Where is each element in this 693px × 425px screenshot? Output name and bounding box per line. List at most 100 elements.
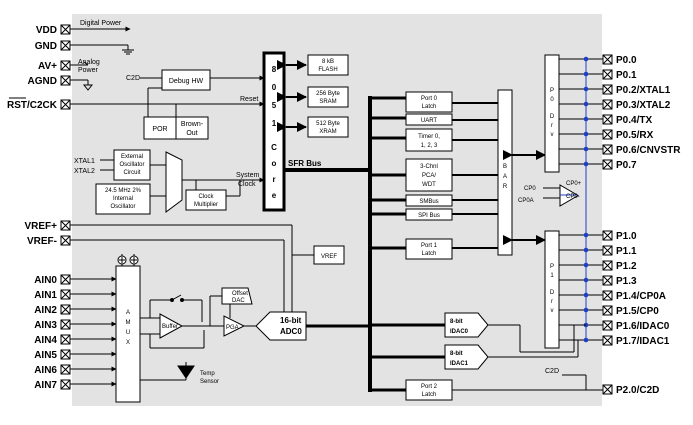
spi-label: SPI Bus [418, 213, 440, 219]
p1-drv-letter: D [550, 290, 555, 296]
vref-wires [70, 224, 314, 318]
pin-box [60, 235, 71, 246]
pin-box [602, 320, 613, 331]
flash-label-1: 8 kB [322, 59, 334, 65]
switches [170, 294, 184, 302]
right-pins: P0.0 P0.1 P0.2/XTAL1 P0.3/XTAL2 P0.4/TX … [616, 55, 681, 396]
uart-block: UART [405, 113, 453, 126]
pin-box [602, 230, 613, 241]
pin-box [60, 364, 71, 375]
pin-box [602, 384, 613, 395]
pin-rst-c2ck: RST/C2CK [7, 100, 58, 111]
amux-letter: M [126, 320, 131, 326]
pga-amp: PGA [223, 315, 246, 337]
analog-power-label-1: Analog [78, 59, 100, 66]
xram-label-1: 512 Byte [316, 121, 340, 127]
port-wires [452, 58, 603, 391]
pin-box [602, 159, 613, 170]
cp0a-label: CP0A [518, 198, 534, 204]
pin-p1-5: P1.5/CP0 [616, 306, 659, 317]
debug-section [70, 75, 265, 117]
smbus-block: SMBus [405, 194, 453, 207]
pca-label-1: 3-Chnl [420, 164, 438, 170]
pin-gnd: GND [35, 41, 57, 52]
pin-box [602, 129, 613, 140]
cp0-label: CP0 [524, 186, 536, 192]
pin-box [602, 290, 613, 301]
idac1-block: 8-bit IDAC1 [444, 344, 489, 370]
pin-p0-7: P0.7 [616, 160, 637, 171]
spi-block: SPI Bus [405, 208, 453, 221]
xram-block: 512 Byte XRAM [307, 116, 349, 138]
sram-block: 256 Byte SRAM [307, 86, 349, 108]
brown-out-block: Brown- Out [175, 116, 209, 140]
pin-box [60, 75, 71, 86]
pin-box [602, 245, 613, 256]
pin-ain6: AIN6 [34, 365, 57, 376]
pin-ain7: AIN7 [34, 380, 57, 391]
cp0-plus-label: CP0+ [566, 181, 582, 187]
pin-p1-6: P1.6/IDAC0 [616, 321, 670, 332]
port2-latch-block: Port 2 Latch [405, 379, 453, 401]
xtal2-label: XTAL2 [74, 168, 95, 175]
sfr-bus-label: SFR Bus [288, 159, 322, 168]
port1-latch-block: Port 1 Latch [405, 238, 453, 260]
idac-wires [488, 324, 586, 358]
pin-box [60, 274, 71, 285]
core-letter: 1 [272, 119, 277, 128]
port2-latch-label-1: Port 2 [421, 384, 438, 390]
adc-label-1: 16-bit [280, 316, 302, 325]
pin-p0-5: P0.5/RX [616, 130, 654, 141]
pin-box [60, 349, 71, 360]
pin-ain3: AIN3 [34, 320, 57, 331]
pin-p0-0: P0.0 [616, 55, 637, 66]
port0-latch-label-2: Latch [422, 104, 437, 110]
buffer-amp: Buffer [159, 313, 184, 339]
buffer-label: Buffer [162, 324, 178, 330]
ext-osc-label-1: External [121, 154, 143, 160]
vref-block: VREF [313, 245, 345, 265]
p1-drv-letter: 1 [550, 273, 554, 279]
idac1-label-2: IDAC1 [450, 361, 469, 367]
port0-latch-label-1: Port 0 [421, 96, 438, 102]
flash-label-2: FLASH [318, 67, 337, 73]
c2d-label-top: C2D [126, 75, 140, 82]
cp0-minus-label: CP0- [566, 194, 580, 200]
ext-osc-label-3: Circuit [123, 170, 140, 176]
pin-p1-0: P1.0 [616, 231, 637, 242]
crossbar: X B A R [497, 89, 513, 256]
pin-ain5: AIN5 [34, 350, 57, 361]
pin-box [602, 114, 613, 125]
xram-label-2: XRAM [319, 129, 336, 135]
pin-box [60, 319, 71, 330]
p0-drv-letter: r [551, 123, 553, 129]
core-letter: r [272, 175, 275, 184]
amux-letter: A [126, 310, 130, 316]
debug-hw-label: Debug HW [169, 78, 204, 85]
xbar-letter: B [503, 164, 507, 170]
temp-sensor-label-2: Sensor [200, 379, 219, 385]
int-osc-label-2: Internal [113, 196, 133, 202]
brown-out-label-2: Out [186, 130, 197, 137]
p1-drv-letter: r [551, 299, 553, 305]
pin-box [60, 220, 71, 231]
por-block: POR [143, 116, 177, 140]
sram-label-1: 256 Byte [316, 91, 340, 97]
smbus-label: SMBus [419, 199, 438, 205]
amux-block: A M U X [115, 265, 141, 403]
amux-top-connectors [117, 255, 139, 265]
pin-p0-2: P0.2/XTAL1 [616, 85, 671, 96]
internal-oscillator-block: 24.5 MHz 2% Internal Oscillator [95, 183, 151, 215]
left-pins: VDD GND AV+ AGND RST/C2CK VREF+ VREF- AI… [7, 25, 58, 391]
core-letter: e [272, 191, 277, 200]
idac1-label-1: 8-bit [450, 351, 463, 357]
port1-latch-label-2: Latch [422, 251, 437, 257]
pin-p1-2: P1.2 [616, 261, 637, 272]
idac0-label-2: IDAC0 [450, 329, 469, 335]
pin-av-plus: AV+ [38, 61, 57, 72]
clock-mult-label-2: Multiplier [194, 202, 218, 208]
clock-multiplier-block: Clock Multiplier [185, 189, 227, 211]
int-osc-label-3: Oscillator [110, 204, 135, 210]
osc-wires [100, 159, 265, 197]
